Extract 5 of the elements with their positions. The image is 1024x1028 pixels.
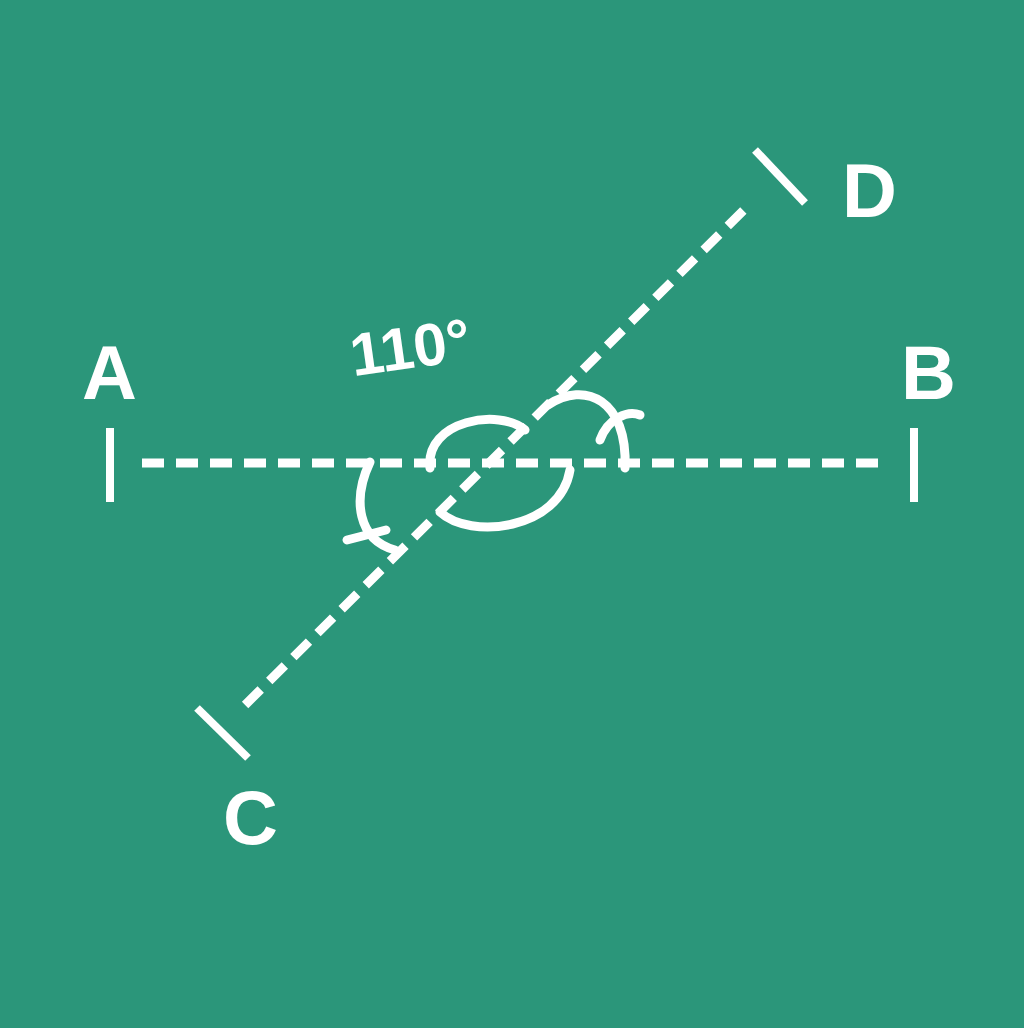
point-label: B xyxy=(901,335,956,411)
point-label: C xyxy=(223,780,278,856)
point-label: D xyxy=(842,153,897,229)
point-label: A xyxy=(82,335,137,411)
angle-label: 110° xyxy=(346,309,475,387)
